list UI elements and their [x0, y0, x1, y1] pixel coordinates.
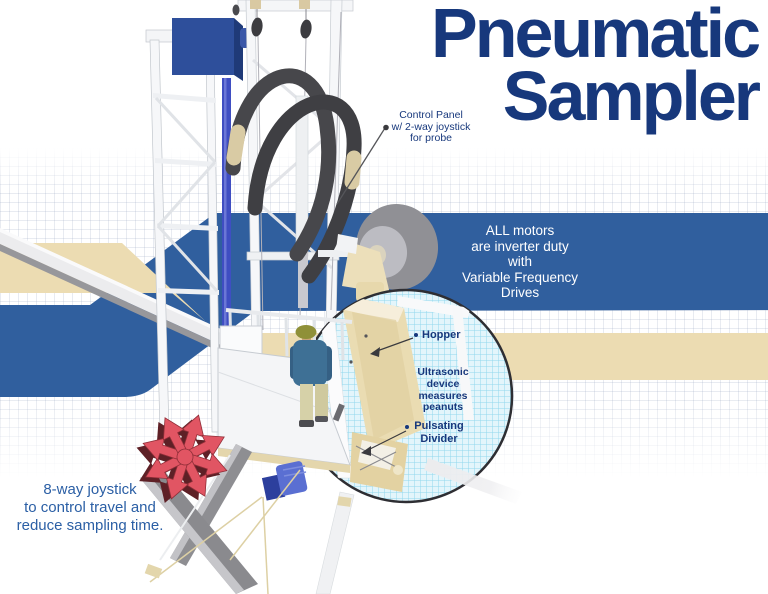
handle — [332, 403, 345, 422]
title-line-2: Sampler — [502, 57, 761, 135]
hose-coupler — [344, 150, 362, 190]
platform-trim — [218, 448, 350, 473]
magnified-detail-circle — [298, 288, 514, 504]
joystick-note: 8-way joystick to control travel and red… — [16, 481, 164, 534]
title-line-1: Pneumatic — [431, 0, 761, 72]
banner-line: Drives — [500, 285, 540, 301]
probe-guide-rail-highlight — [224, 78, 227, 350]
beige-ribbon — [0, 243, 768, 380]
grid-fade-top — [0, 148, 768, 194]
motors-banner-text: ALL motors are inverter duty with Variab… — [425, 223, 615, 301]
inset-frame-rail — [452, 306, 474, 420]
ultrasonic-label: Ultrasonic device measures peanuts — [417, 366, 469, 414]
callout-line: w/ 2-way joystick — [391, 120, 471, 133]
operator-platform — [217, 308, 353, 473]
control-panel-leader — [336, 124, 389, 205]
leader-dot — [383, 124, 389, 131]
hose-right — [247, 94, 362, 284]
callout-line: Control Panel — [399, 109, 463, 121]
hopper-label: Hopper — [422, 329, 461, 341]
hopper-interior-shadow — [352, 312, 414, 440]
divider-bullet — [405, 425, 409, 429]
hard-hat — [295, 325, 317, 339]
hose-left — [225, 68, 337, 262]
inset-label-markers — [361, 333, 418, 456]
support-boom — [0, 228, 247, 364]
callout-line: for probe — [409, 132, 453, 144]
banner-line: with — [507, 254, 532, 270]
worker-figure — [290, 325, 332, 427]
banner-line: Variable Frequency — [461, 269, 579, 285]
divider-arrowhead — [361, 446, 371, 456]
hopper-arrowhead — [370, 347, 380, 357]
travel-motor — [261, 461, 308, 501]
control-panel-callout: Control Panel w/ 2-way joystick for prob… — [389, 109, 473, 145]
control-panel-box — [172, 18, 251, 81]
page-title: Pneumatic Sampler — [431, 0, 761, 135]
pulley-icons — [232, 0, 312, 39]
banner-line: are inverter duty — [471, 238, 569, 254]
pneumatic-hoses — [225, 68, 362, 284]
cyclone-separator — [318, 204, 439, 302]
exit-rail — [424, 458, 522, 504]
pulsating-divider-label: Pulsating Divider — [414, 420, 464, 445]
inset-frame-rail — [397, 296, 470, 318]
hose-coupler — [226, 124, 246, 166]
banner-line: ALL motors — [485, 223, 555, 238]
hopper-bullet — [414, 333, 418, 337]
